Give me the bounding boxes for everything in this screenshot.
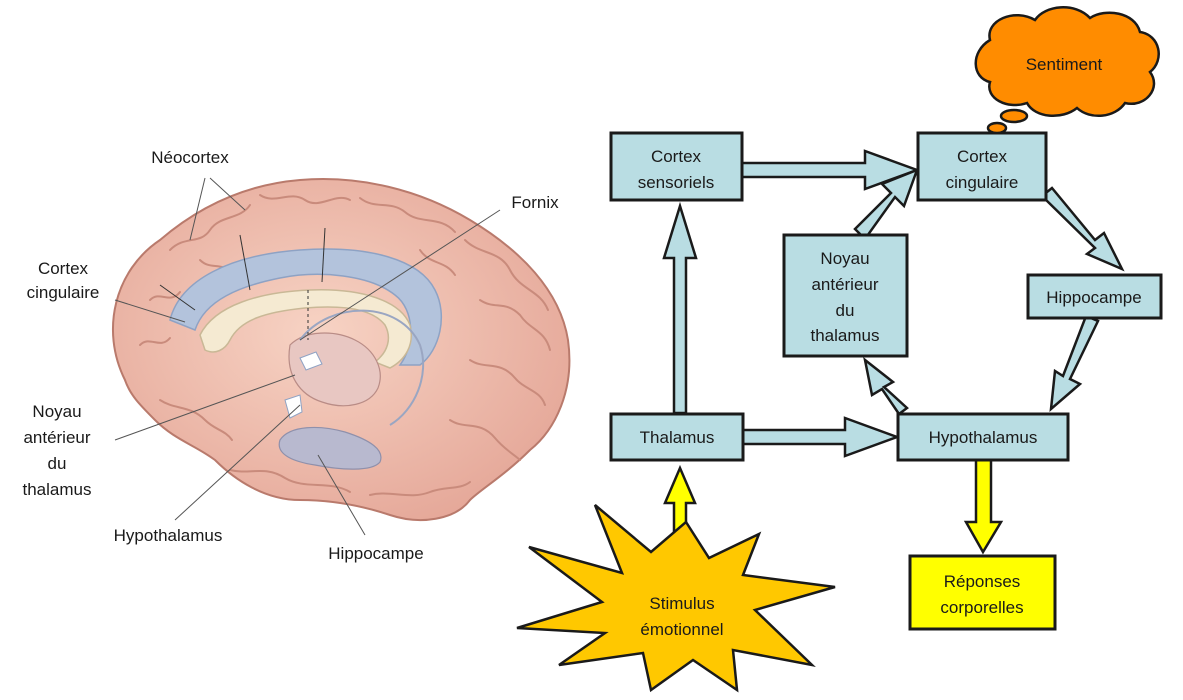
box-reponses-line2: corporelles bbox=[940, 598, 1023, 617]
box-noyau-line4: thalamus bbox=[811, 326, 880, 345]
arrow-hypothalamus-to-noyau bbox=[865, 360, 907, 414]
box-reponses bbox=[910, 556, 1055, 629]
label-cortex-cingulaire-2: cingulaire bbox=[27, 283, 100, 302]
cloud-text: Sentiment bbox=[1026, 55, 1103, 74]
label-fornix: Fornix bbox=[511, 193, 559, 212]
box-hypothalamus-text: Hypothalamus bbox=[929, 428, 1038, 447]
box-cortex-sensoriels-line2: sensoriels bbox=[638, 173, 715, 192]
yellow-arrows bbox=[665, 460, 1001, 555]
label-hypothalamus-brain: Hypothalamus bbox=[114, 526, 223, 545]
label-neocortex: Néocortex bbox=[151, 148, 229, 167]
cloud-bubble-2 bbox=[988, 123, 1006, 133]
cloud-bubble-1 bbox=[1001, 110, 1027, 122]
box-noyau-line3: du bbox=[836, 301, 855, 320]
box-reponses-line1: Réponses bbox=[944, 572, 1021, 591]
label-noyau-3: du bbox=[48, 454, 67, 473]
box-noyau-line2: antérieur bbox=[811, 275, 878, 294]
brain-illustration bbox=[113, 179, 569, 520]
label-noyau-2: antérieur bbox=[23, 428, 90, 447]
box-thalamus-text: Thalamus bbox=[640, 428, 715, 447]
stimulus-line1: Stimulus bbox=[649, 594, 714, 613]
arrow-thalamus-to-hypothalamus bbox=[743, 418, 897, 456]
arrow-hypothalamus-to-reponses bbox=[966, 460, 1001, 552]
arrow-cingulaire-to-hippocampe bbox=[1042, 188, 1122, 269]
label-hippocampe-brain: Hippocampe bbox=[328, 544, 423, 563]
box-noyau-line1: Noyau bbox=[820, 249, 869, 268]
label-noyau-4: thalamus bbox=[23, 480, 92, 499]
label-cortex-cingulaire-1: Cortex bbox=[38, 259, 89, 278]
stimulus-line2: émotionnel bbox=[640, 620, 723, 639]
box-cortex-cingulaire-line1: Cortex bbox=[957, 147, 1008, 166]
box-cortex-cingulaire-line2: cingulaire bbox=[946, 173, 1019, 192]
box-hippocampe-text: Hippocampe bbox=[1046, 288, 1141, 307]
arrow-hippocampe-to-hypothalamus bbox=[1051, 316, 1098, 409]
arrow-thalamus-to-sensoriels bbox=[664, 206, 696, 413]
label-noyau-1: Noyau bbox=[32, 402, 81, 421]
box-cortex-sensoriels-line1: Cortex bbox=[651, 147, 702, 166]
